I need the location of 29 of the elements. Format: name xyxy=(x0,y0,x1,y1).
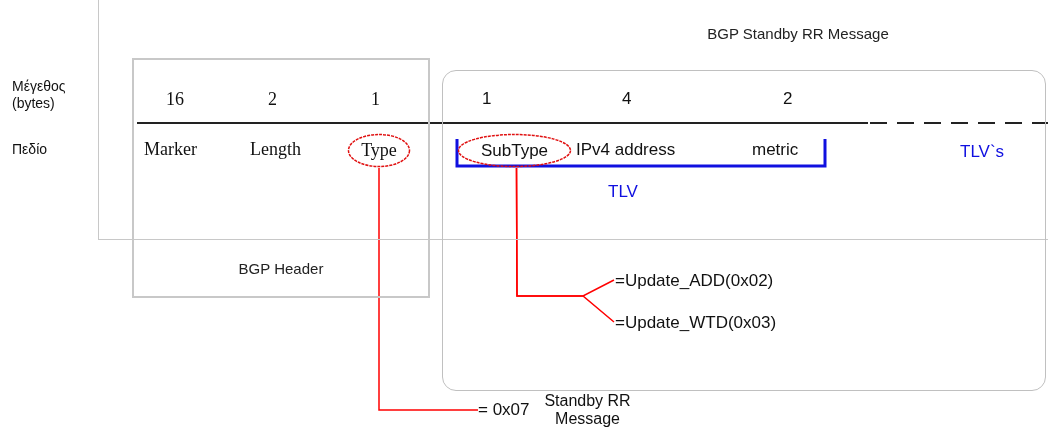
value-text: =Update_ADD(0x02) xyxy=(615,271,774,291)
byte-size: 2 xyxy=(783,89,793,110)
field-name: SubType xyxy=(479,139,550,162)
field-name: metric xyxy=(752,140,799,161)
row-label: Πεδίο xyxy=(12,141,48,158)
header-box xyxy=(132,58,430,298)
leader-line xyxy=(378,167,479,411)
field-name: Type xyxy=(360,139,398,162)
field-name: Length xyxy=(250,139,301,161)
byte-size: 2 xyxy=(268,89,277,111)
byte-size: 1 xyxy=(371,89,380,111)
message-box xyxy=(442,70,1046,391)
highlight-ellipse xyxy=(457,133,572,168)
group-label: TLV`s xyxy=(960,142,1005,163)
byte-size: 1 xyxy=(482,89,492,110)
value-note: Standby RR Message xyxy=(543,391,632,429)
box-title: BGP Standby RR Message xyxy=(706,25,890,42)
box-title: BGP Header xyxy=(237,260,325,277)
row-label: Μέγεθος (bytes) xyxy=(12,78,67,112)
value-text: =Update_WTD(0x03) xyxy=(615,313,777,333)
leader-line xyxy=(515,167,615,323)
byte-size: 4 xyxy=(622,89,632,110)
highlight-ellipse xyxy=(347,133,411,168)
field-name: IPv4 address xyxy=(576,140,676,161)
group-label: TLV xyxy=(608,182,638,203)
outer-frame xyxy=(98,0,1048,240)
value-text: = 0x07 xyxy=(478,400,530,420)
byte-size: 16 xyxy=(166,89,184,111)
field-name: Marker xyxy=(144,139,197,161)
